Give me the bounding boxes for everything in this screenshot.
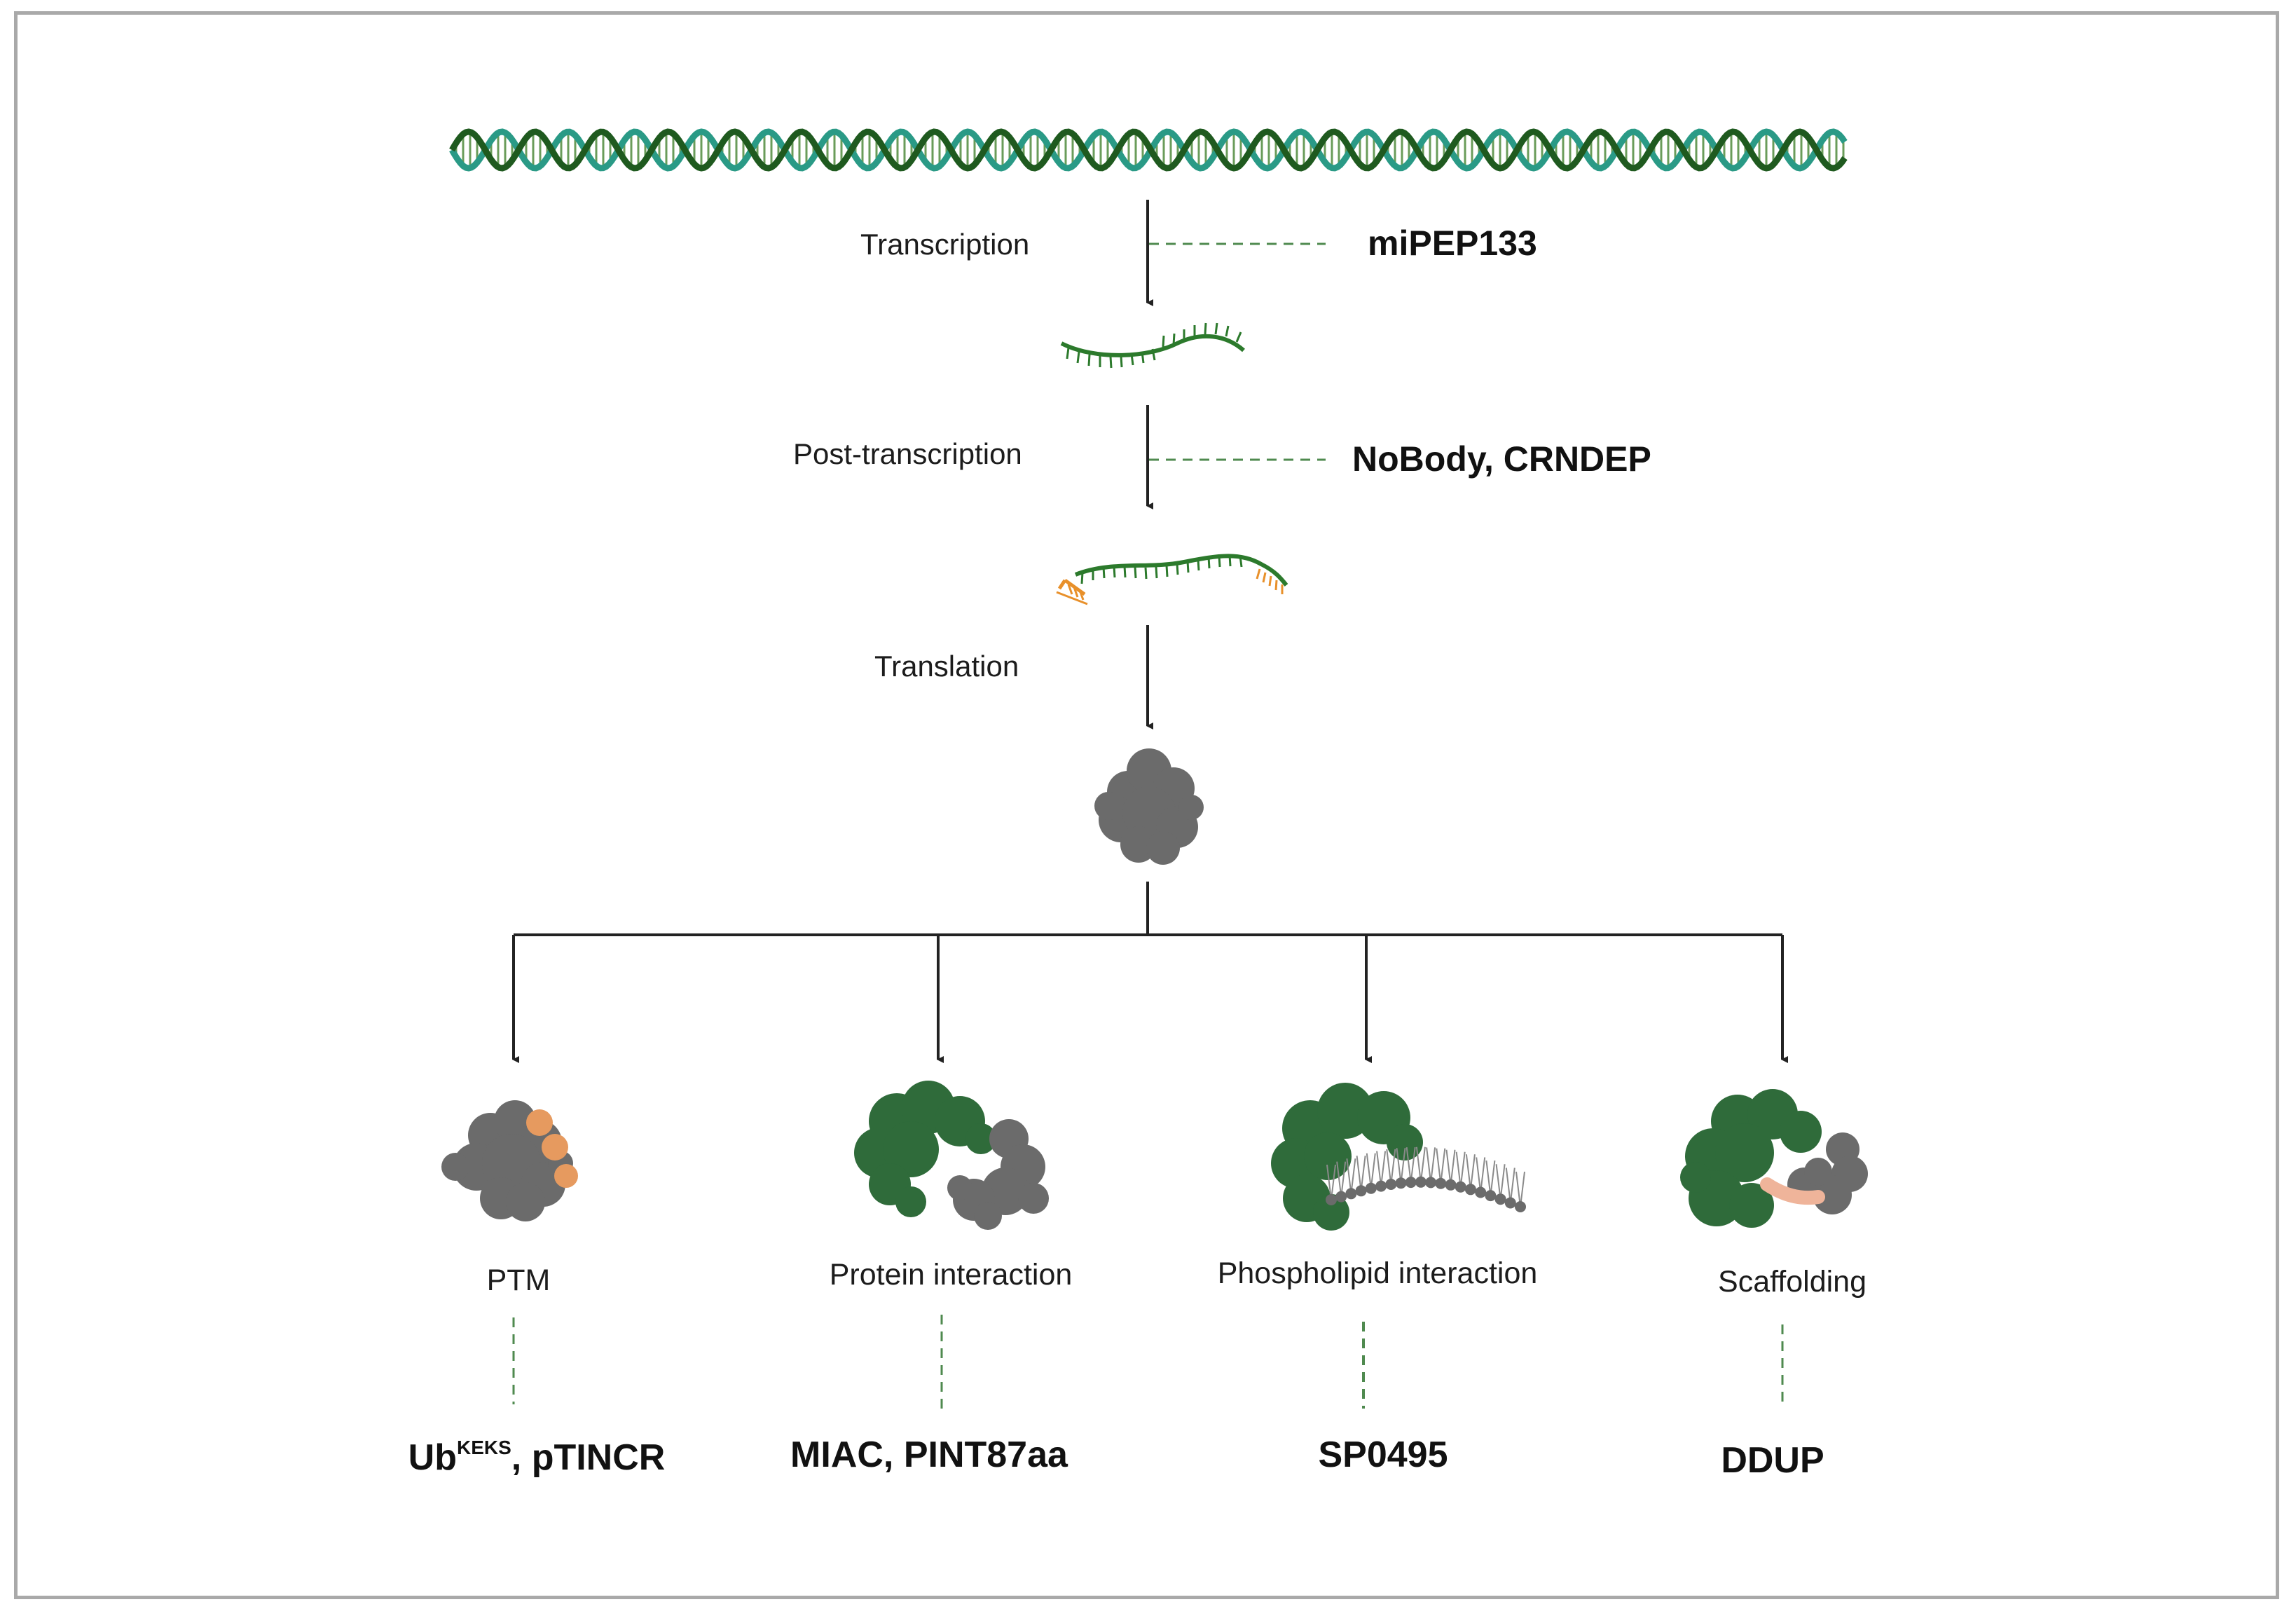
protein-complex-icon xyxy=(854,1081,1049,1230)
capped-mrna-icon xyxy=(1056,554,1288,605)
branch-connector xyxy=(514,882,1782,936)
ptm-examples-rest: , pTINCR xyxy=(511,1437,666,1478)
protein-interaction-examples: MIAC, PINT87aa xyxy=(790,1434,1068,1475)
protein-interaction-label: Protein interaction xyxy=(829,1258,1073,1292)
dna-helix-icon xyxy=(449,128,1848,172)
mrna-icon xyxy=(1060,322,1245,369)
ub-keks-superscript: KEKS xyxy=(457,1437,511,1458)
translation-label: Translation xyxy=(874,650,1019,683)
scaffold-protein-icon xyxy=(1680,1089,1868,1228)
transcription-example: miPEP133 xyxy=(1368,224,1537,263)
phospholipid-interaction-label: Phospholipid interaction xyxy=(1217,1256,1538,1290)
transcription-label: Transcription xyxy=(860,228,1030,261)
post-transcription-example: NoBody, CRNDEP xyxy=(1352,439,1651,479)
ptm-label: PTM xyxy=(486,1264,551,1297)
post-transcription-label: Post-transcription xyxy=(793,437,1022,470)
protein-icon xyxy=(1094,748,1204,865)
scaffolding-examples: DDUP xyxy=(1721,1440,1824,1481)
scaffolding-label: Scaffolding xyxy=(1718,1265,1867,1299)
ptm-protein-icon xyxy=(441,1100,578,1221)
ub-keks-base: Ub xyxy=(408,1437,457,1478)
phospholipid-interaction-examples: SP0495 xyxy=(1318,1434,1448,1475)
phospholipid-protein-icon xyxy=(1271,1083,1526,1231)
ptm-examples: UbKEKS, pTINCR xyxy=(408,1437,666,1478)
